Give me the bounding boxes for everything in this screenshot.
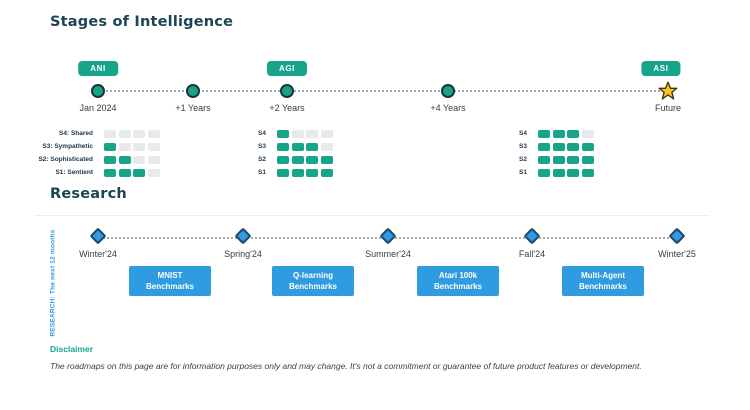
progress-row-label: S3 xyxy=(258,143,266,150)
progress-squares xyxy=(277,129,335,138)
stage-node-plus-2-years xyxy=(280,84,294,98)
disclaimer-text: The roadmaps on this page are for inform… xyxy=(50,361,642,371)
benchmark-mnist: MNIST Benchmarks xyxy=(129,266,211,297)
progress-row-s4: S4 xyxy=(254,127,335,140)
progress-row-label: S2: Sophisticated xyxy=(38,156,93,163)
progress-squares xyxy=(104,155,162,164)
progress-row-label: S4: Shared xyxy=(59,130,93,137)
benchmark-line1: Multi-Agent xyxy=(581,271,625,280)
stage-label-jan-2024: Jan 2024 xyxy=(79,103,117,113)
research-side-label: RESEARCH: The next 12 months xyxy=(49,229,57,337)
progress-group-future: S4 S3 S2 S1 xyxy=(515,127,596,179)
progress-row-label: S4 xyxy=(519,130,527,137)
benchmark-line2: Benchmarks xyxy=(433,282,483,292)
stage-node-plus-4-years xyxy=(441,84,455,98)
research-node-fall-24 xyxy=(523,227,541,245)
progress-squares xyxy=(277,142,335,151)
benchmark-line2: Benchmarks xyxy=(578,282,628,292)
stages-timeline-line xyxy=(98,90,668,92)
research-label-winter-24: Winter'24 xyxy=(79,249,117,259)
progress-row-label: S4 xyxy=(258,130,266,137)
progress-squares xyxy=(538,142,596,151)
progress-row-s1: S1 xyxy=(254,166,335,179)
stage-badge-agi: AGI xyxy=(266,61,308,76)
progress-row-label: S1: Sentient xyxy=(55,169,93,176)
stage-node-plus-1-years xyxy=(186,84,200,98)
research-node-summer-24 xyxy=(379,227,397,245)
progress-group-plus-2-years: S4 S3 S2 S1 xyxy=(254,127,335,179)
benchmark-line2: Benchmarks xyxy=(288,282,338,292)
benchmark-line2: Benchmarks xyxy=(145,282,195,292)
progress-group-jan-2024: S4: Shared S3: Sympathetic S2: Sophistic… xyxy=(38,127,162,179)
research-label-winter-25: Winter'25 xyxy=(658,249,696,259)
stage-label-future: Future xyxy=(654,103,682,113)
progress-row-s4: S4: Shared xyxy=(38,127,162,140)
research-label-spring-24: Spring'24 xyxy=(224,249,262,259)
research-label-summer-24: Summer'24 xyxy=(365,249,411,259)
progress-row-s3: S3 xyxy=(254,140,335,153)
progress-squares xyxy=(104,142,162,151)
research-node-spring-24 xyxy=(234,227,252,245)
future-star-icon xyxy=(658,81,678,106)
progress-row-label: S1 xyxy=(519,169,527,176)
progress-row-label: S3 xyxy=(519,143,527,150)
stage-badge-asi: ASI xyxy=(641,61,681,76)
stage-label-plus-4-years: +4 Years xyxy=(430,103,466,113)
research-label-fall-24: Fall'24 xyxy=(518,249,546,259)
progress-squares xyxy=(277,168,335,177)
progress-row-label: S2 xyxy=(258,156,266,163)
research-node-winter-25 xyxy=(668,227,686,245)
benchmark-multi-agent: Multi-Agent Benchmarks xyxy=(562,266,644,297)
progress-row-s2: S2 xyxy=(515,153,596,166)
progress-row-label: S2 xyxy=(519,156,527,163)
progress-squares xyxy=(104,168,162,177)
progress-row-label: S1 xyxy=(258,169,266,176)
stage-label-plus-2-years: +2 Years xyxy=(269,103,305,113)
stage-node-jan-2024 xyxy=(91,84,105,98)
progress-row-s3: S3: Sympathetic xyxy=(38,140,162,153)
progress-row-s1: S1: Sentient xyxy=(38,166,162,179)
progress-row-label: S3: Sympathetic xyxy=(42,143,93,150)
progress-squares xyxy=(538,129,596,138)
research-section-title: Research xyxy=(50,186,127,202)
disclaimer-heading: Disclaimer xyxy=(50,344,93,354)
research-node-winter-24 xyxy=(89,227,107,245)
benchmark-line1: Q-learning xyxy=(292,271,333,280)
progress-row-s3: S3 xyxy=(515,140,596,153)
stage-label-plus-1-years: +1 Years xyxy=(175,103,211,113)
progress-row-s2: S2 xyxy=(254,153,335,166)
benchmark-atari-100k: Atari 100k Benchmarks xyxy=(417,266,499,297)
progress-row-s4: S4 xyxy=(515,127,596,140)
stage-badge-ani: ANI xyxy=(78,61,118,76)
progress-row-s2: S2: Sophisticated xyxy=(38,153,162,166)
progress-squares xyxy=(104,129,162,138)
progress-row-s1: S1 xyxy=(515,166,596,179)
progress-squares xyxy=(538,168,596,177)
section-divider xyxy=(35,215,710,216)
progress-squares xyxy=(538,155,596,164)
benchmark-q-learning: Q-learning Benchmarks xyxy=(272,266,354,297)
benchmark-line1: MNIST xyxy=(157,271,183,280)
progress-squares xyxy=(277,155,335,164)
benchmark-line1: Atari 100k xyxy=(438,271,478,280)
stages-section-title: Stages of Intelligence xyxy=(50,14,234,30)
